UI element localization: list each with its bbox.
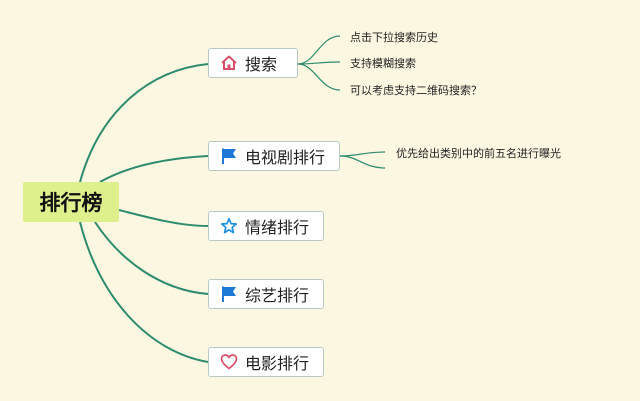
link-root-search (79, 63, 209, 183)
home-icon (219, 53, 239, 73)
note-search-2: 支持模糊搜索 (350, 57, 416, 70)
link-root-mood (118, 209, 209, 227)
branch-label: 电视剧排行 (245, 148, 326, 167)
link-search-note-3 (297, 63, 341, 91)
star-icon (219, 216, 239, 236)
link-root-tv (99, 155, 209, 183)
branch-movie-ranking[interactable]: 电影排行 (208, 347, 324, 377)
branch-search[interactable]: 搜索 (208, 48, 298, 78)
note-search-3: 可以考虑支持二维码搜索？ (350, 84, 482, 97)
branch-mood-ranking[interactable]: 情绪排行 (208, 211, 324, 241)
branch-label: 综艺排行 (245, 286, 310, 305)
flag-icon (219, 284, 239, 304)
branch-label: 电影排行 (245, 354, 310, 373)
branch-label: 搜索 (245, 55, 278, 74)
branch-label: 情绪排行 (245, 218, 310, 237)
link-tv-note-2 (339, 155, 386, 169)
link-search-note-1 (297, 35, 341, 65)
link-tv-note-1 (339, 151, 386, 157)
root-node[interactable]: 排行榜 (23, 182, 119, 222)
note-tv-1: 优先给出类别中的前五名进行曝光 (396, 147, 561, 160)
note-search-1: 点击下拉搜索历史 (350, 31, 438, 44)
flag-icon (219, 146, 239, 166)
branch-tv-ranking[interactable]: 电视剧排行 (208, 141, 340, 171)
link-root-movie (79, 221, 209, 363)
link-root-variety (94, 221, 209, 295)
branch-variety-ranking[interactable]: 综艺排行 (208, 279, 324, 309)
root-label: 排行榜 (39, 191, 103, 215)
heart-icon (219, 352, 239, 372)
